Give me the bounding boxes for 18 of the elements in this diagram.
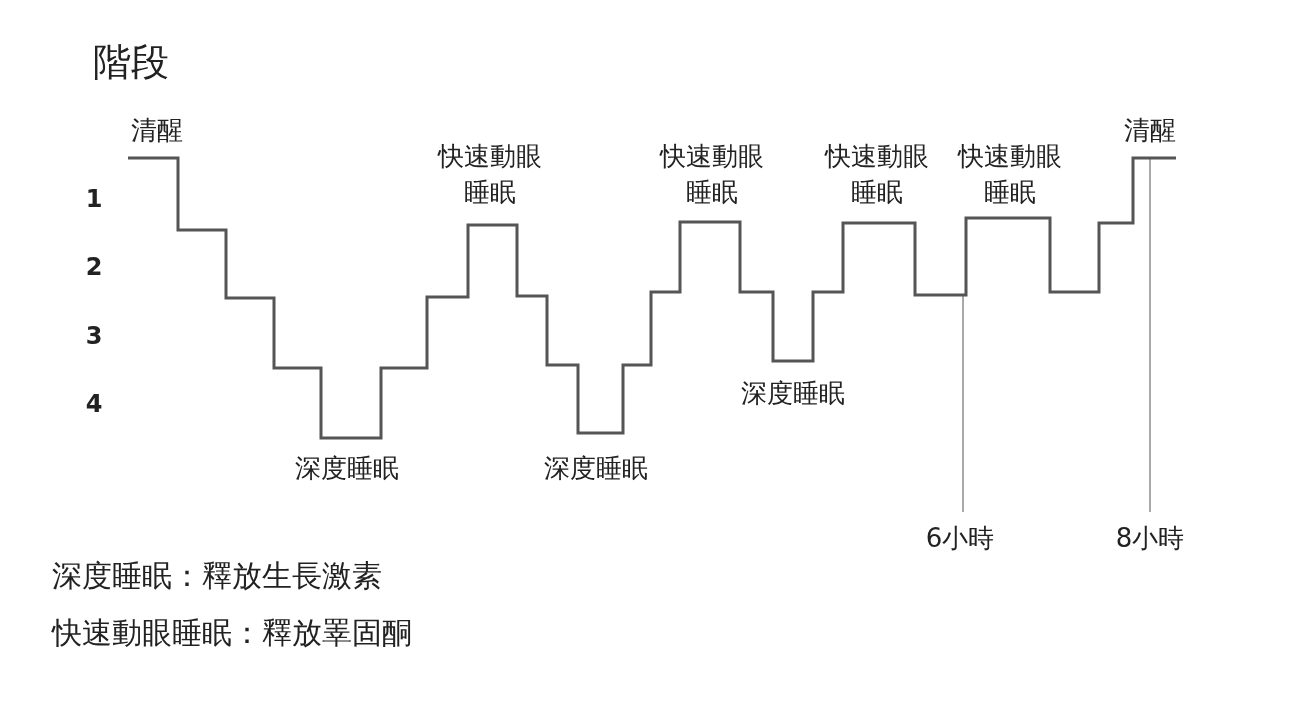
stage-label: 深度睡眠 (295, 452, 399, 485)
axis-number: 3 (85, 321, 103, 352)
axis-number: 2 (85, 252, 103, 283)
stage-label: 深度睡眠 (544, 452, 648, 485)
stage-label: 8小時 (1115, 522, 1185, 555)
axis-number: 4 (85, 389, 103, 420)
stage-label: 快速動眼睡眠 (436, 140, 543, 210)
stage-label: 清醒 (1124, 114, 1176, 147)
note-text: 快速動眼睡眠：釋放睪固酮 (52, 614, 412, 652)
stage-label: 清醒 (131, 114, 183, 147)
title: 階段 (93, 39, 169, 86)
note-text: 深度睡眠：釋放生長激素 (52, 557, 382, 595)
axis-number: 1 (85, 184, 103, 215)
stage-label: 快速動眼睡眠 (956, 140, 1063, 210)
stage-label: 快速動眼睡眠 (823, 140, 930, 210)
stage-label: 深度睡眠 (741, 377, 845, 410)
stage-label: 6小時 (925, 522, 995, 555)
stage-label: 快速動眼睡眠 (658, 140, 765, 210)
